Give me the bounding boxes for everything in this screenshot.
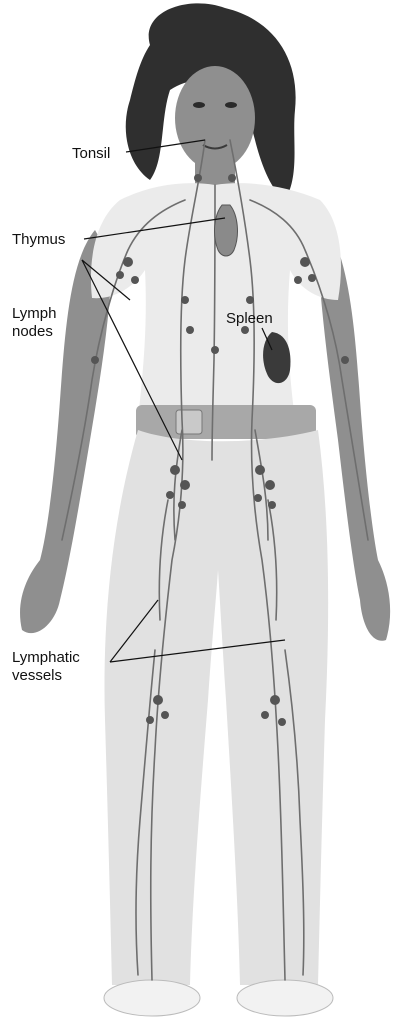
label-lymph-nodes-line2: nodes bbox=[12, 323, 53, 340]
right-shoe bbox=[237, 980, 333, 1016]
belt-buckle bbox=[176, 410, 202, 434]
pants bbox=[104, 430, 328, 985]
face bbox=[175, 66, 255, 170]
right-eye bbox=[225, 102, 237, 108]
label-lymphatic-vessels-line1: Lymphatic bbox=[12, 649, 80, 666]
label-tonsil: Tonsil bbox=[72, 145, 110, 162]
left-shoe bbox=[104, 980, 200, 1016]
label-lymphatic-vessels-line2: vessels bbox=[12, 667, 62, 684]
left-eye bbox=[193, 102, 205, 108]
label-lymph-nodes-line1: Lymph bbox=[12, 305, 56, 322]
label-thymus: Thymus bbox=[12, 231, 65, 248]
label-spleen: Spleen bbox=[226, 310, 273, 327]
thymus bbox=[215, 205, 238, 256]
